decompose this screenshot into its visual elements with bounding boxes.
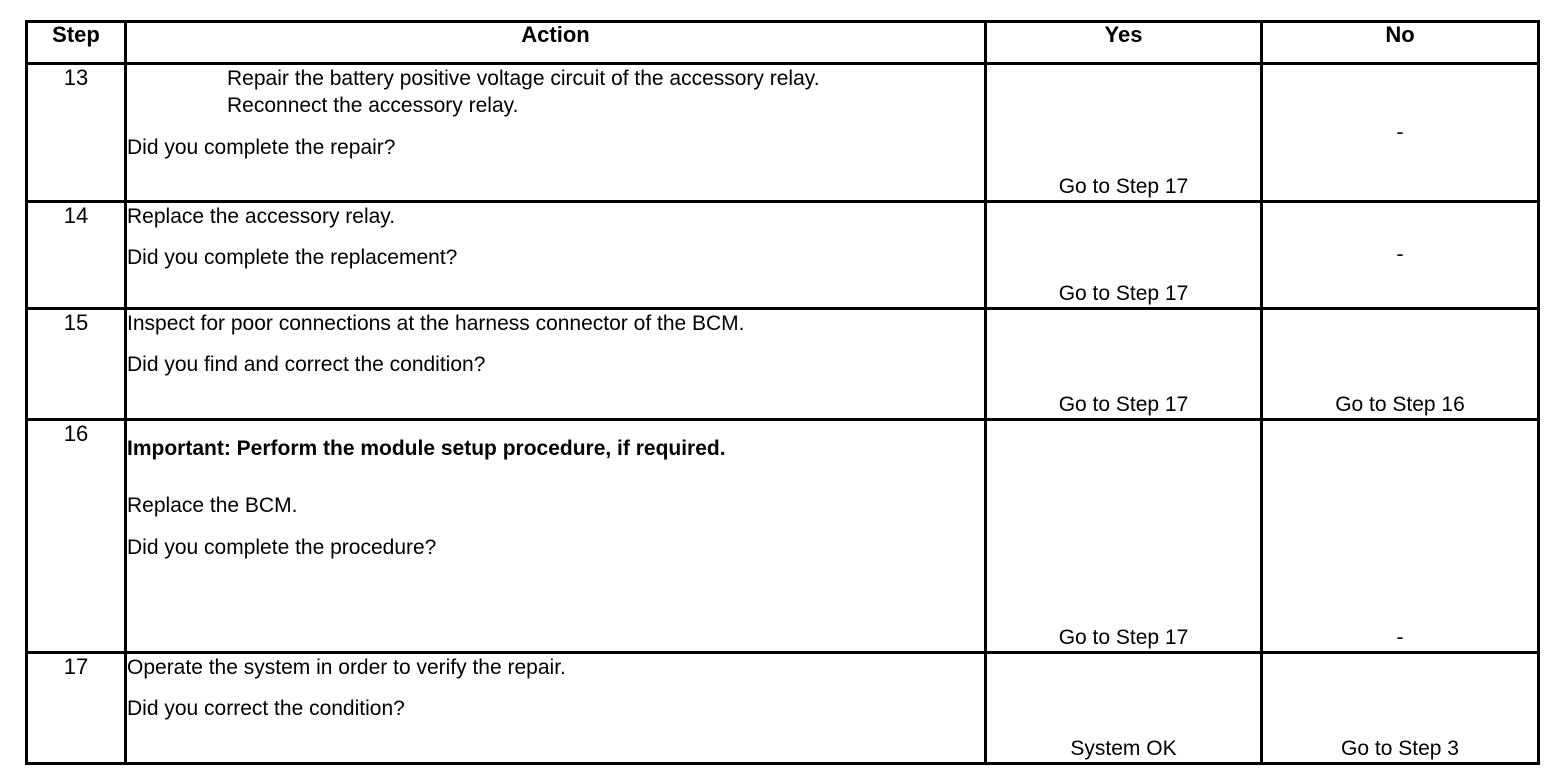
action-cell: Inspect for poor connections at the harn… <box>124 307 987 421</box>
yes-answer-text: Go to Step 17 <box>1058 392 1189 416</box>
action-question: Did you find and correct the condition? <box>127 353 486 377</box>
step-number: 15 <box>25 307 127 421</box>
yes-answer-text: System OK <box>1070 736 1177 760</box>
action-instructions: Operate the system in order to verify th… <box>127 654 984 681</box>
yes-answer-cell: Go to Step 17 <box>984 200 1263 310</box>
diagnostic-procedure-table: Step Action Yes No 13 Repair the battery… <box>25 20 1540 765</box>
action-instructions: Inspect for poor connections at the harn… <box>127 310 984 337</box>
action-spacer <box>127 120 984 134</box>
table-body: 13 Repair the battery positive voltage c… <box>25 62 1540 765</box>
action-line: Replace the accessory relay. <box>127 205 396 228</box>
yes-answer-cell: Go to Step 17 <box>984 307 1263 421</box>
action-line: Repair the battery positive voltage circ… <box>227 67 820 90</box>
step-number: 13 <box>25 62 127 203</box>
step-number: 17 <box>25 651 127 765</box>
yes-answer-cell: Go to Step 17 <box>984 62 1263 203</box>
action-cell: Repair the battery positive voltage circ… <box>124 62 987 203</box>
yes-answer-cell: System OK <box>984 651 1263 765</box>
yes-answer-text: Go to Step 17 <box>1058 174 1189 198</box>
action-question: Did you complete the replacement? <box>127 246 458 270</box>
column-header-yes: Yes <box>984 20 1263 65</box>
action-question: Did you complete the repair? <box>127 135 396 159</box>
action-spacer <box>127 230 984 244</box>
action-cell: Operate the system in order to verify th… <box>124 651 987 765</box>
action-important-note: Important: Perform the module setup proc… <box>127 437 726 460</box>
no-answer-cell: Go to Step 3 <box>1260 651 1540 765</box>
action-spacer <box>127 337 984 351</box>
no-answer-text: Go to Step 3 <box>1341 736 1459 760</box>
action-instructions: Replace the accessory relay. <box>127 203 984 230</box>
action-line: Inspect for poor connections at the harn… <box>127 312 745 335</box>
action-line: Reconnect the accessory relay. <box>227 94 519 118</box>
no-answer-text: - <box>1396 625 1404 649</box>
no-answer-cell: - <box>1260 418 1540 654</box>
yes-answer-text: Go to Step 17 <box>1058 281 1189 305</box>
yes-answer-cell: Go to Step 17 <box>984 418 1263 654</box>
action-line: Replace the BCM. <box>127 494 298 518</box>
no-answer-text: - <box>1396 243 1404 267</box>
action-spacer <box>127 681 984 695</box>
action-cell: Replace the accessory relay. Did you com… <box>124 200 987 310</box>
step-number: 14 <box>25 200 127 310</box>
action-instructions: Repair the battery positive voltage circ… <box>127 65 984 120</box>
no-answer-text: Go to Step 16 <box>1335 392 1465 416</box>
table-row: 16 Important: Perform the module setup p… <box>25 418 1540 654</box>
column-header-step: Step <box>25 20 127 65</box>
yes-answer-text: Go to Step 17 <box>1058 625 1189 649</box>
no-answer-cell: - <box>1260 200 1540 310</box>
column-header-action: Action <box>124 20 987 65</box>
column-header-no: No <box>1260 20 1540 65</box>
action-instructions: Important: Perform the module setup proc… <box>127 435 984 520</box>
header-row: Step Action Yes No <box>25 20 1540 65</box>
action-line: Operate the system in order to verify th… <box>127 656 566 679</box>
step-number: 16 <box>25 418 127 654</box>
table-header: Step Action Yes No <box>25 20 1540 65</box>
table-row: 17 Operate the system in order to verify… <box>25 651 1540 765</box>
action-spacer <box>127 520 984 534</box>
table-row: 14 Replace the accessory relay. Did you … <box>25 200 1540 310</box>
action-cell: Important: Perform the module setup proc… <box>124 418 987 654</box>
no-answer-cell: Go to Step 16 <box>1260 307 1540 421</box>
action-spacer-top <box>127 421 984 435</box>
action-question: Did you correct the condition? <box>127 697 405 721</box>
no-answer-text: - <box>1396 120 1404 144</box>
table-row: 15 Inspect for poor connections at the h… <box>25 307 1540 421</box>
action-question: Did you complete the procedure? <box>127 535 437 559</box>
table-row: 13 Repair the battery positive voltage c… <box>25 62 1540 203</box>
no-answer-cell: - <box>1260 62 1540 203</box>
